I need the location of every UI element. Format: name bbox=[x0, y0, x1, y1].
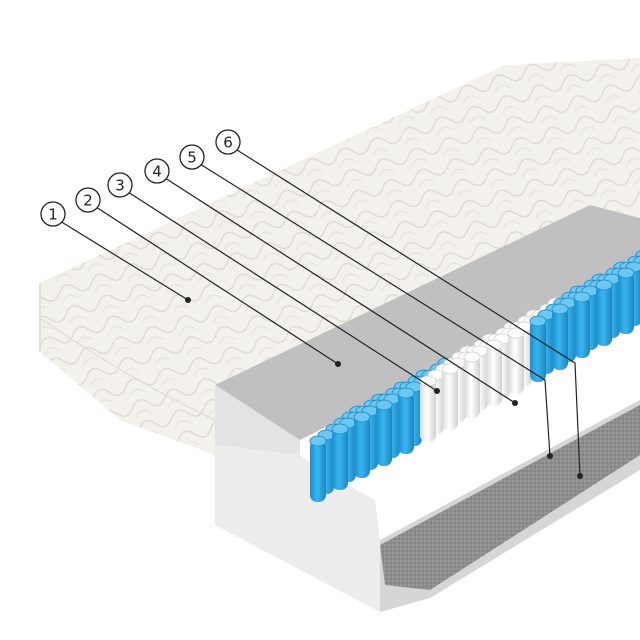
leader-dot-1 bbox=[185, 297, 191, 303]
marker-6: 6 bbox=[215, 129, 241, 155]
foam-top-surface bbox=[215, 205, 640, 440]
marker-5: 5 bbox=[179, 144, 205, 170]
marker-4: 4 bbox=[144, 158, 170, 184]
pocket-spring bbox=[617, 267, 635, 334]
marker-3-label: 3 bbox=[115, 177, 125, 195]
leader-line-4 bbox=[164, 177, 516, 404]
pocket-spring bbox=[529, 315, 547, 382]
marker-3: 3 bbox=[107, 172, 133, 198]
leader-line-1 bbox=[59, 220, 189, 301]
marker-5-label: 5 bbox=[187, 149, 197, 167]
pocket-spring bbox=[485, 339, 503, 406]
cover-top-surface bbox=[40, 58, 640, 385]
pocket-spring bbox=[309, 435, 327, 502]
pocket-springs bbox=[309, 250, 640, 502]
foam-front-surface bbox=[215, 385, 300, 455]
pocket-spring bbox=[375, 399, 393, 466]
leader-line-3 bbox=[127, 191, 438, 392]
pocket-spring bbox=[463, 351, 481, 418]
pocket-spring bbox=[397, 387, 415, 454]
leader-line-6 bbox=[236, 149, 581, 477]
pocket-spring bbox=[419, 375, 437, 442]
foam-layer bbox=[215, 205, 640, 455]
quilted-cover bbox=[39, 58, 640, 455]
marker-2-label: 2 bbox=[83, 192, 93, 210]
leader-line-2 bbox=[95, 206, 339, 365]
leader-dot-5 bbox=[547, 453, 553, 459]
cover-side-surface bbox=[40, 283, 215, 455]
leader-dot-2 bbox=[335, 361, 341, 367]
pocket-spring bbox=[573, 291, 591, 358]
marker-1: 1 bbox=[40, 201, 66, 227]
leader-dot-4 bbox=[512, 400, 518, 406]
pocket-spring bbox=[507, 327, 525, 394]
marker-4-label: 4 bbox=[152, 163, 162, 181]
marker-2: 2 bbox=[75, 187, 101, 213]
pocket-spring bbox=[595, 279, 613, 346]
pocket-spring bbox=[441, 363, 459, 430]
pocket-spring bbox=[551, 303, 569, 370]
callouts: 1 2 3 4 5 6 bbox=[40, 129, 583, 479]
leader-dot-3 bbox=[434, 388, 440, 394]
leader-dot-6 bbox=[577, 473, 583, 479]
leader-line-5 bbox=[199, 163, 551, 457]
pocket-spring bbox=[331, 423, 349, 490]
marker-6-label: 6 bbox=[223, 134, 233, 152]
pocket-spring bbox=[353, 411, 371, 478]
marker-1-label: 1 bbox=[48, 206, 58, 224]
felt-layer bbox=[380, 405, 640, 590]
